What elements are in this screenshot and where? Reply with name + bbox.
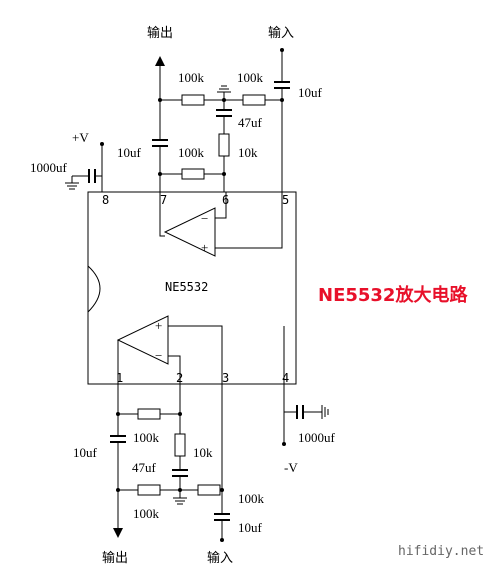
top-r-bias-label: 10k	[238, 145, 258, 160]
top-r-feedback-bottom-label: 100k	[178, 145, 205, 160]
top-input-label: 输入	[268, 25, 294, 41]
top-output-arrow	[155, 56, 165, 66]
top-c-bias-label: 47uf	[238, 115, 263, 130]
top-r-feedback-bottom	[181, 168, 205, 180]
bottom-r-input	[197, 484, 221, 496]
bottom-input-label: 输入	[207, 550, 233, 566]
pin-7: 7	[160, 193, 167, 207]
c-minus-label: 1000uf	[298, 430, 336, 445]
top-r-input-label: 100k	[237, 70, 264, 85]
opamp-bottom	[116, 315, 169, 365]
top-c-output-label: 10uf	[117, 145, 142, 160]
chip-notch	[87, 265, 101, 313]
pin-4: 4	[282, 371, 289, 385]
opamp-top	[163, 207, 216, 257]
pin-5: 5	[282, 193, 289, 207]
bottom-output-arrow	[113, 528, 123, 538]
bottom-r-input-label: 100k	[238, 491, 265, 506]
bottom-c-output-label: 10uf	[73, 445, 98, 460]
top-c-input-label: 10uf	[298, 85, 323, 100]
pin-1: 1	[116, 371, 123, 385]
bottom-r-feedback-top-label: 100k	[133, 430, 160, 445]
bottom-c-input-label: 10uf	[238, 520, 263, 535]
top-r-feedback-top-label: 100k	[178, 70, 205, 85]
diagram-title: NE5532放大电路	[318, 284, 468, 306]
bottom-r-feedback-top	[137, 408, 161, 420]
bottom-r-bias	[174, 433, 186, 457]
bottom-c-bias-label: 47uf	[132, 460, 157, 475]
vminus-label: -V	[284, 460, 298, 475]
pin-3: 3	[222, 371, 229, 385]
bottom-r-feedback-bottom	[137, 484, 161, 496]
vplus-label: +V	[72, 130, 89, 145]
bottom-output-label: 输出	[102, 550, 128, 566]
opamp-top-plus: +	[201, 240, 208, 255]
top-r-feedback-top	[181, 94, 205, 106]
watermark: hifidiy.net	[398, 544, 484, 559]
chip-body	[87, 191, 297, 385]
opamp-bottom-plus: +	[155, 318, 162, 333]
pin-8: 8	[102, 193, 109, 207]
opamp-bottom-minus: −	[155, 348, 162, 363]
opamp-top-minus: −	[201, 211, 208, 226]
bottom-r-bias-label: 10k	[193, 445, 213, 460]
top-r-bias	[218, 133, 230, 157]
top-r-input	[242, 94, 266, 106]
top-output-label: 输出	[147, 25, 173, 41]
c-plus-label: 1000uf	[30, 160, 68, 175]
bottom-r-feedback-bottom-label: 100k	[133, 506, 160, 521]
chip-label: NE5532	[165, 280, 208, 294]
